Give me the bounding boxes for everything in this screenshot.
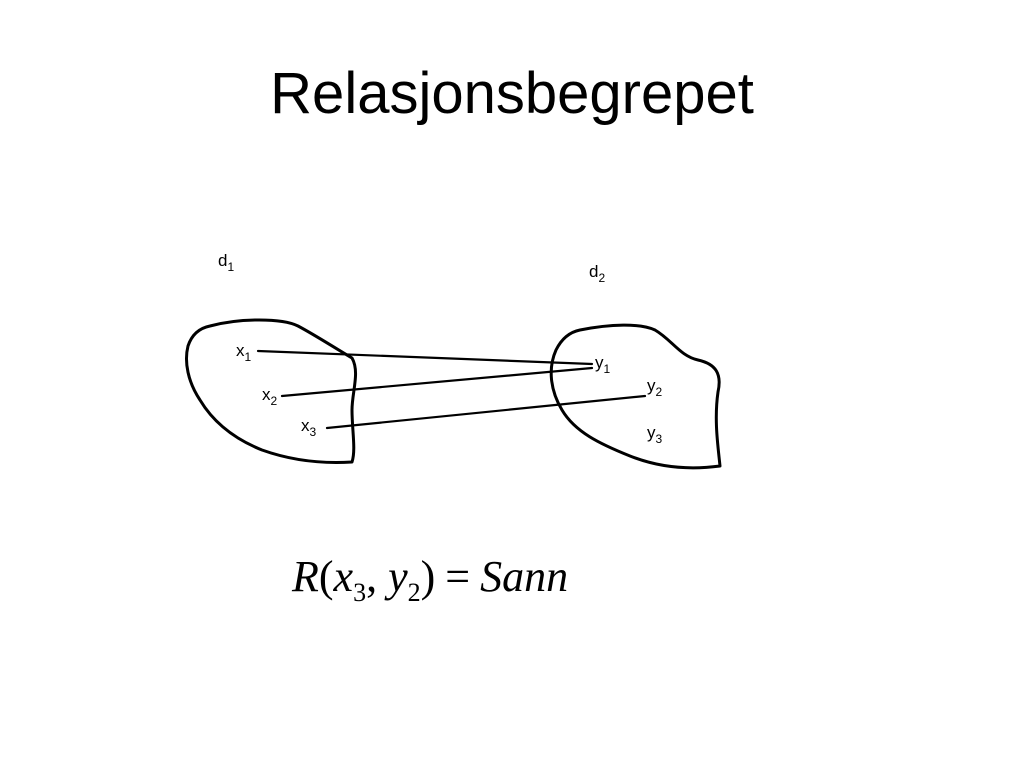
formula-value: Sann xyxy=(480,552,569,601)
element-x1: x1 xyxy=(236,341,252,364)
element-x3: x3 xyxy=(301,416,317,439)
relation-x1-y1 xyxy=(256,349,594,366)
formula-comma: , xyxy=(366,552,378,601)
formula-arg2-sub: 2 xyxy=(407,578,421,607)
element-y1: y1 xyxy=(595,353,611,376)
formula-arg1-sub: 3 xyxy=(353,578,367,607)
domain-d1-shape xyxy=(185,318,358,464)
formula-arg1: x xyxy=(333,552,354,601)
formula-relation: R xyxy=(292,552,319,601)
formula-arg2: y xyxy=(388,552,408,601)
element-x2: x2 xyxy=(262,385,278,408)
formula-open-paren: ( xyxy=(318,552,334,601)
relation-x2-y1 xyxy=(280,366,594,398)
relation-formula: R(x3, y2)=Sann xyxy=(292,555,568,606)
domain-label-d2: d2 xyxy=(589,262,605,285)
formula-equals: = xyxy=(445,552,471,601)
relation-x3-y2 xyxy=(325,394,647,430)
formula-close-paren: ) xyxy=(420,552,436,601)
domain-label-d1: d1 xyxy=(218,251,234,274)
slide-title: Relasjonsbegrepet xyxy=(270,61,754,126)
element-y2: y2 xyxy=(647,376,663,399)
element-y3: y3 xyxy=(647,423,663,446)
